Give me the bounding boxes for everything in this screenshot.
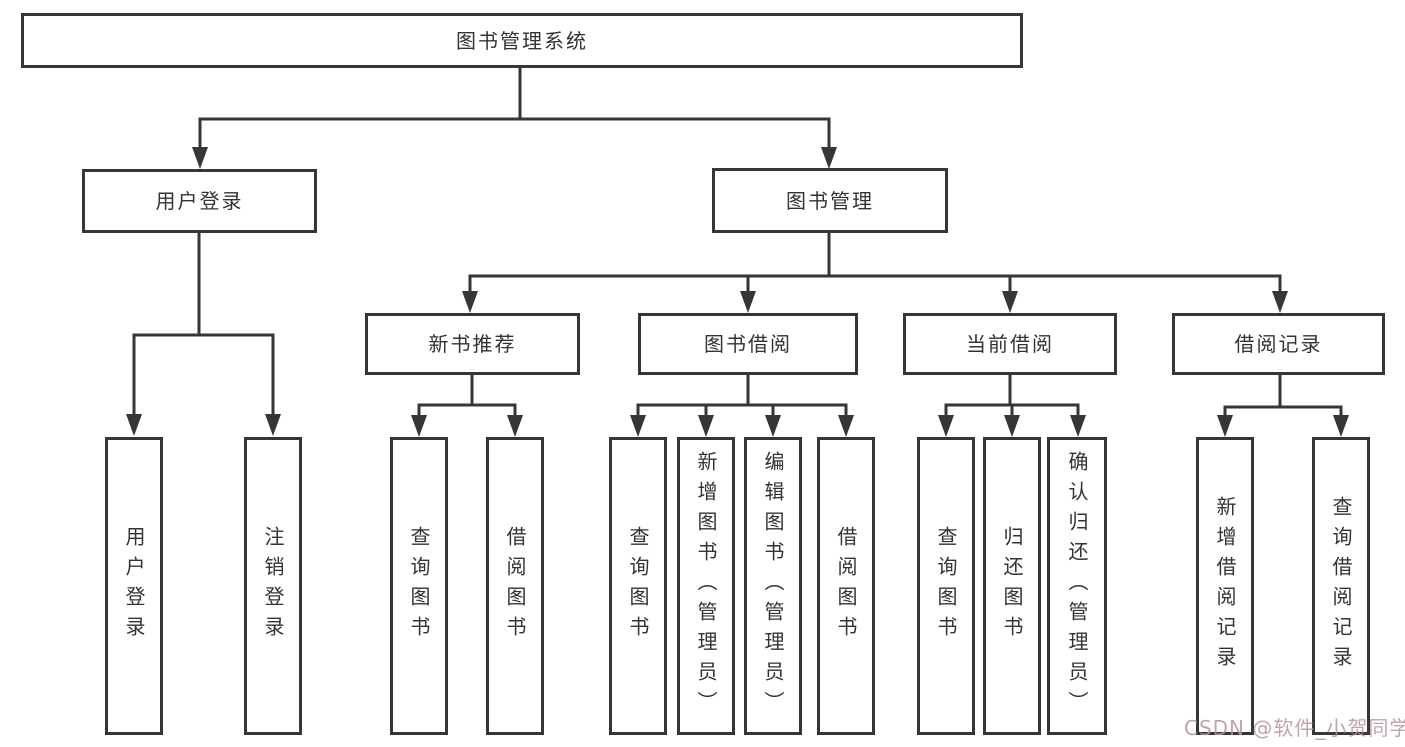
- leaf-confirm-return-admin: 确认归还（管理员）: [1047, 437, 1107, 735]
- leaf-search-book-borrow: 查询图书: [609, 437, 667, 735]
- node-book-borrow-label: 图书借阅: [704, 332, 792, 356]
- leaf-search-book-current-label: 查询图书: [934, 526, 958, 646]
- leaf-user-login: 用户登录: [105, 437, 163, 735]
- node-user-login: 用户登录: [82, 169, 317, 233]
- leaf-return-book: 归还图书: [983, 437, 1041, 735]
- leaf-search-book-current: 查询图书: [917, 437, 975, 735]
- leaf-borrow-book-recommend: 借阅图书: [486, 437, 544, 735]
- node-new-book-recommend-label: 新书推荐: [428, 332, 517, 356]
- leaf-add-borrow-record-label: 新增借阅记录: [1213, 496, 1237, 676]
- node-current-borrow: 当前借阅: [903, 313, 1117, 375]
- node-book-borrow: 图书借阅: [638, 313, 858, 375]
- leaf-edit-book-admin-label: 编辑图书（管理员）: [761, 451, 785, 721]
- leaf-logout-login: 注销登录: [244, 437, 302, 735]
- leaf-search-borrow-record-label: 查询借阅记录: [1329, 496, 1353, 676]
- node-borrow-records: 借阅记录: [1172, 313, 1385, 375]
- node-book-management-label: 图书管理: [786, 188, 874, 213]
- leaf-search-book-borrow-label: 查询图书: [626, 526, 650, 646]
- leaf-confirm-return-admin-label: 确认归还（管理员）: [1065, 451, 1089, 721]
- leaf-borrow-book-recommend-label: 借阅图书: [503, 526, 527, 646]
- leaf-search-book-recommend-label: 查询图书: [407, 526, 431, 646]
- node-borrow-records-label: 借阅记录: [1234, 332, 1323, 356]
- leaf-user-login-label: 用户登录: [122, 526, 146, 646]
- node-new-book-recommend: 新书推荐: [365, 313, 580, 375]
- node-current-borrow-label: 当前借阅: [966, 332, 1054, 356]
- leaf-search-borrow-record: 查询借阅记录: [1312, 437, 1370, 735]
- leaf-borrow-book-label: 借阅图书: [834, 526, 858, 646]
- csdn-watermark: CSDN @软件_小贺同学: [1184, 716, 1405, 740]
- node-root-system: 图书管理系统: [21, 13, 1023, 68]
- connector-lines: [132, 66, 1343, 423]
- leaf-edit-book-admin: 编辑图书（管理员）: [744, 437, 802, 735]
- leaf-borrow-book: 借阅图书: [817, 437, 875, 735]
- node-book-management: 图书管理: [712, 168, 948, 233]
- node-root-label: 图书管理系统: [456, 28, 588, 53]
- node-user-login-label: 用户登录: [155, 189, 244, 213]
- leaf-add-book-admin-label: 新增图书（管理员）: [694, 451, 718, 721]
- leaf-add-borrow-record: 新增借阅记录: [1196, 437, 1254, 735]
- leaf-add-book-admin: 新增图书（管理员）: [677, 437, 735, 735]
- leaf-logout-login-label: 注销登录: [261, 526, 285, 646]
- leaf-search-book-recommend: 查询图书: [390, 437, 448, 735]
- leaf-return-book-label: 归还图书: [1000, 526, 1024, 646]
